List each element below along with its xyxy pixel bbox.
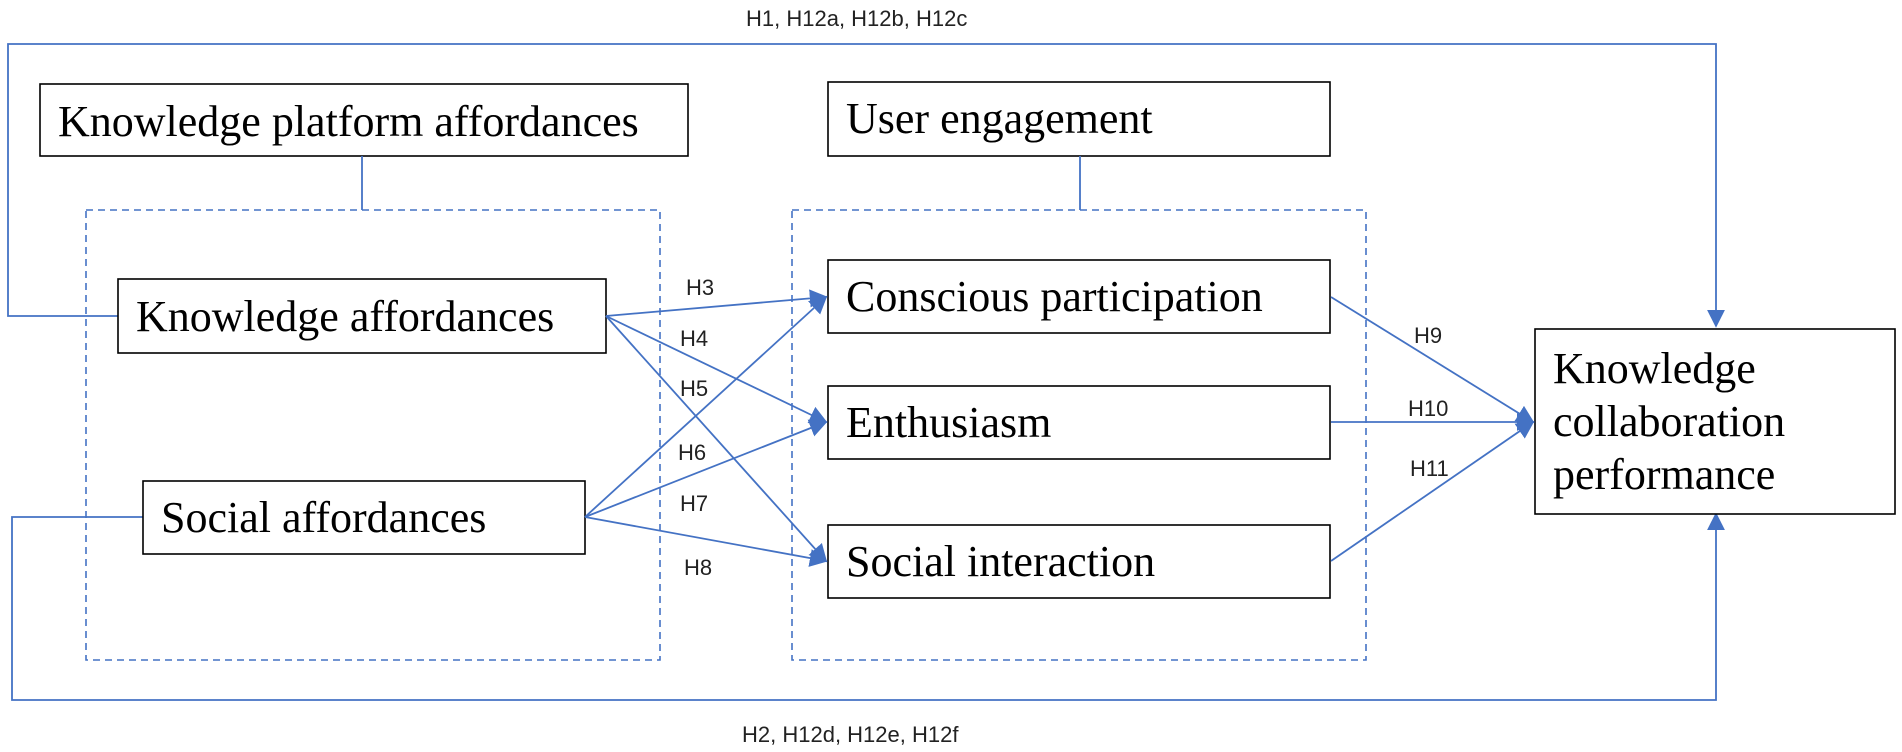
h3-label: H3 <box>686 275 714 300</box>
platform-affordances-box <box>39 83 689 157</box>
h6-arrow <box>584 295 828 518</box>
h7-arrow <box>584 419 828 518</box>
h8-label: H8 <box>684 555 712 580</box>
knowledge-affordances-label: Knowledge affordances <box>136 292 554 341</box>
h3-arrow <box>605 289 828 317</box>
user-engagement-box <box>827 81 1331 157</box>
social-interaction-label: Social interaction <box>846 537 1155 586</box>
enthusiasm-label: Enthusiasm <box>846 398 1051 447</box>
social-affordances-label: Social affordances <box>161 493 486 542</box>
outcome-label-line3: performance <box>1553 450 1775 499</box>
bottom-path-connector <box>11 512 1725 701</box>
platform-affordances-label: Knowledge platform affordances <box>58 97 639 146</box>
h5-label: H5 <box>680 376 708 401</box>
h11-label: H11 <box>1410 456 1449 481</box>
top-path-connector <box>7 43 1725 328</box>
enthusiasm-box <box>827 385 1331 460</box>
h4-arrow <box>605 315 828 424</box>
h8-arrow <box>584 516 828 567</box>
h9-arrow <box>1330 296 1535 423</box>
outcome-label-line1: Knowledge <box>1553 344 1756 393</box>
bottom-path-label: H2, H12d, H12e, H12f <box>742 722 959 747</box>
outcome-box <box>1534 328 1896 515</box>
conscious-participation-label: Conscious participation <box>846 272 1263 321</box>
social-affordances-box <box>142 480 586 555</box>
h9-label: H9 <box>1414 323 1442 348</box>
knowledge-affordances-box <box>117 278 607 354</box>
engagement-group <box>791 209 1367 661</box>
h11-arrow <box>1330 420 1535 562</box>
user-engagement-label: User engagement <box>846 94 1153 143</box>
affordances-group <box>85 209 661 661</box>
h5-arrow <box>605 315 828 563</box>
outcome-label-line2: collaboration <box>1553 397 1785 446</box>
h4-label: H4 <box>680 326 708 351</box>
social-interaction-box <box>827 524 1331 599</box>
h6-label: H6 <box>678 440 706 465</box>
top-path-label: H1, H12a, H12b, H12c <box>746 6 967 31</box>
h10-label: H10 <box>1408 396 1448 421</box>
h7-label: H7 <box>680 491 708 516</box>
conscious-participation-box <box>827 259 1331 334</box>
